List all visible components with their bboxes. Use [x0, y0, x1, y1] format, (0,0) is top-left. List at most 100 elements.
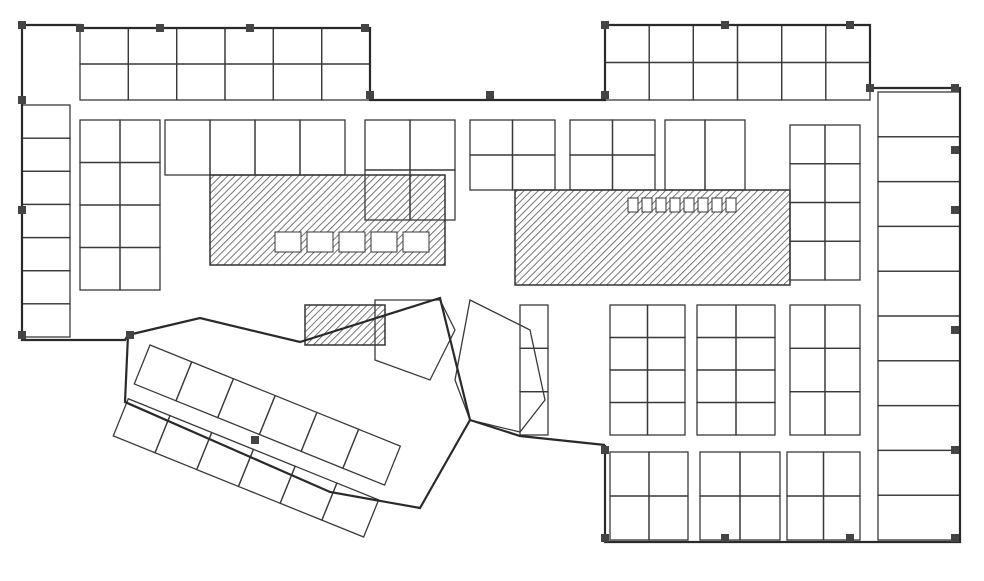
office-room [21, 203, 71, 239]
office-room [164, 119, 211, 176]
office-room [735, 304, 776, 339]
office-room [209, 119, 256, 176]
office-room [21, 170, 71, 206]
office-room [699, 495, 741, 541]
office-room [648, 61, 694, 101]
office-room [216, 377, 277, 436]
structural-column [866, 84, 874, 92]
office-room [736, 61, 783, 101]
restroom-stall [669, 197, 681, 213]
office-room [824, 240, 861, 281]
office-room [299, 119, 346, 176]
office-room [877, 270, 961, 317]
office-room [877, 494, 961, 541]
office-room [272, 27, 323, 65]
office-room [877, 360, 961, 407]
structural-column [366, 91, 374, 99]
office-room [79, 204, 121, 249]
office-room [692, 61, 739, 101]
office-room [237, 448, 297, 505]
office-room [789, 347, 826, 393]
office-room [609, 401, 649, 436]
office-room [409, 169, 456, 221]
office-room [611, 154, 656, 191]
structural-column [246, 24, 254, 32]
structural-column [846, 21, 854, 29]
office-room [692, 24, 739, 64]
restroom-stall [627, 197, 639, 213]
office-room [789, 201, 826, 242]
office-room [342, 428, 402, 486]
office-room [704, 119, 746, 191]
office-room [321, 63, 371, 101]
office-room [119, 204, 161, 249]
office-room [154, 414, 213, 471]
office-room [786, 495, 825, 541]
structural-column [76, 24, 84, 32]
office-room [781, 24, 827, 64]
restroom-stall [274, 231, 302, 253]
office-room [511, 119, 556, 156]
office-room [696, 304, 737, 339]
office-room [119, 119, 161, 164]
structural-column [846, 534, 854, 542]
structural-column [601, 21, 609, 29]
office-room [739, 495, 781, 541]
office-room [21, 137, 71, 172]
office-room [321, 27, 371, 65]
restroom-stall [711, 197, 723, 213]
office-room [469, 154, 514, 191]
office-room [789, 304, 826, 349]
office-room [112, 397, 171, 454]
structural-column [156, 24, 164, 32]
office-room [877, 225, 961, 272]
structural-column [951, 84, 959, 92]
structural-column [951, 326, 959, 334]
restroom-stall [725, 197, 737, 213]
office-room [696, 369, 737, 404]
office-room [696, 401, 737, 436]
office-room [824, 347, 861, 393]
office-room [699, 451, 741, 497]
office-room [739, 451, 781, 497]
office-room [321, 482, 380, 538]
exterior-wall [469, 418, 606, 447]
office-room [409, 119, 456, 171]
office-room [646, 401, 686, 436]
office-room [224, 63, 274, 101]
office-room [609, 304, 649, 339]
office-room [877, 449, 961, 496]
office-room [648, 495, 689, 541]
office-room [735, 336, 776, 371]
office-room [569, 119, 614, 156]
office-room [664, 119, 706, 191]
restroom-stall [641, 197, 653, 213]
office-room [604, 24, 650, 64]
hatched-core-area [304, 304, 386, 346]
office-room [824, 201, 861, 242]
structural-column [601, 91, 609, 99]
office-room [825, 61, 871, 101]
office-room [648, 24, 694, 64]
office-room [21, 236, 71, 272]
structural-column [951, 146, 959, 154]
office-room [119, 246, 161, 291]
office-room [736, 24, 783, 64]
office-room [519, 391, 549, 436]
office-room [176, 27, 226, 65]
structural-column [18, 206, 26, 214]
structural-column [486, 91, 494, 99]
office-room [604, 61, 650, 101]
office-room [569, 154, 614, 191]
office-room [224, 27, 274, 65]
office-room [646, 304, 686, 339]
office-room [127, 63, 178, 101]
office-room [877, 404, 961, 452]
office-room [735, 369, 776, 404]
office-room [21, 303, 71, 338]
office-room [877, 315, 961, 362]
office-room [648, 451, 689, 497]
office-room [175, 361, 235, 419]
office-room [822, 451, 861, 497]
office-room [824, 124, 861, 165]
